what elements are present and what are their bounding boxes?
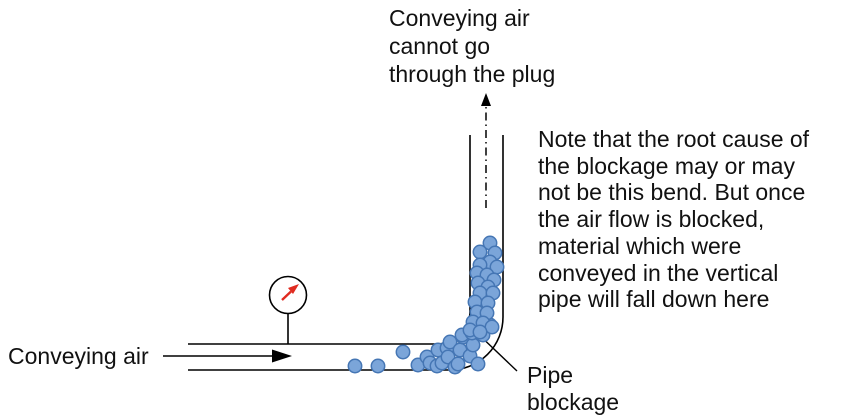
particle — [440, 349, 456, 365]
gauge-needle-head — [288, 284, 299, 294]
conveying-air-label: Conveying air — [8, 343, 149, 369]
pipe-inner-wall — [188, 135, 471, 345]
particles-group — [347, 235, 505, 375]
gauge-needle — [281, 290, 292, 301]
particle — [470, 356, 486, 372]
particle — [472, 324, 488, 340]
particle — [442, 334, 458, 350]
top-label: Conveying air cannot go through the plug — [389, 5, 556, 87]
particle — [450, 356, 466, 372]
exhaust-arrow-head-icon — [481, 93, 491, 106]
particle — [395, 344, 411, 360]
flow-arrow-head-icon — [272, 349, 292, 363]
particle — [472, 244, 488, 260]
note-text: Note that the root cause of the blockage… — [538, 126, 810, 313]
particle — [370, 358, 386, 374]
particle — [347, 358, 363, 374]
pipe-blockage-label: Pipe blockage — [527, 362, 620, 415]
